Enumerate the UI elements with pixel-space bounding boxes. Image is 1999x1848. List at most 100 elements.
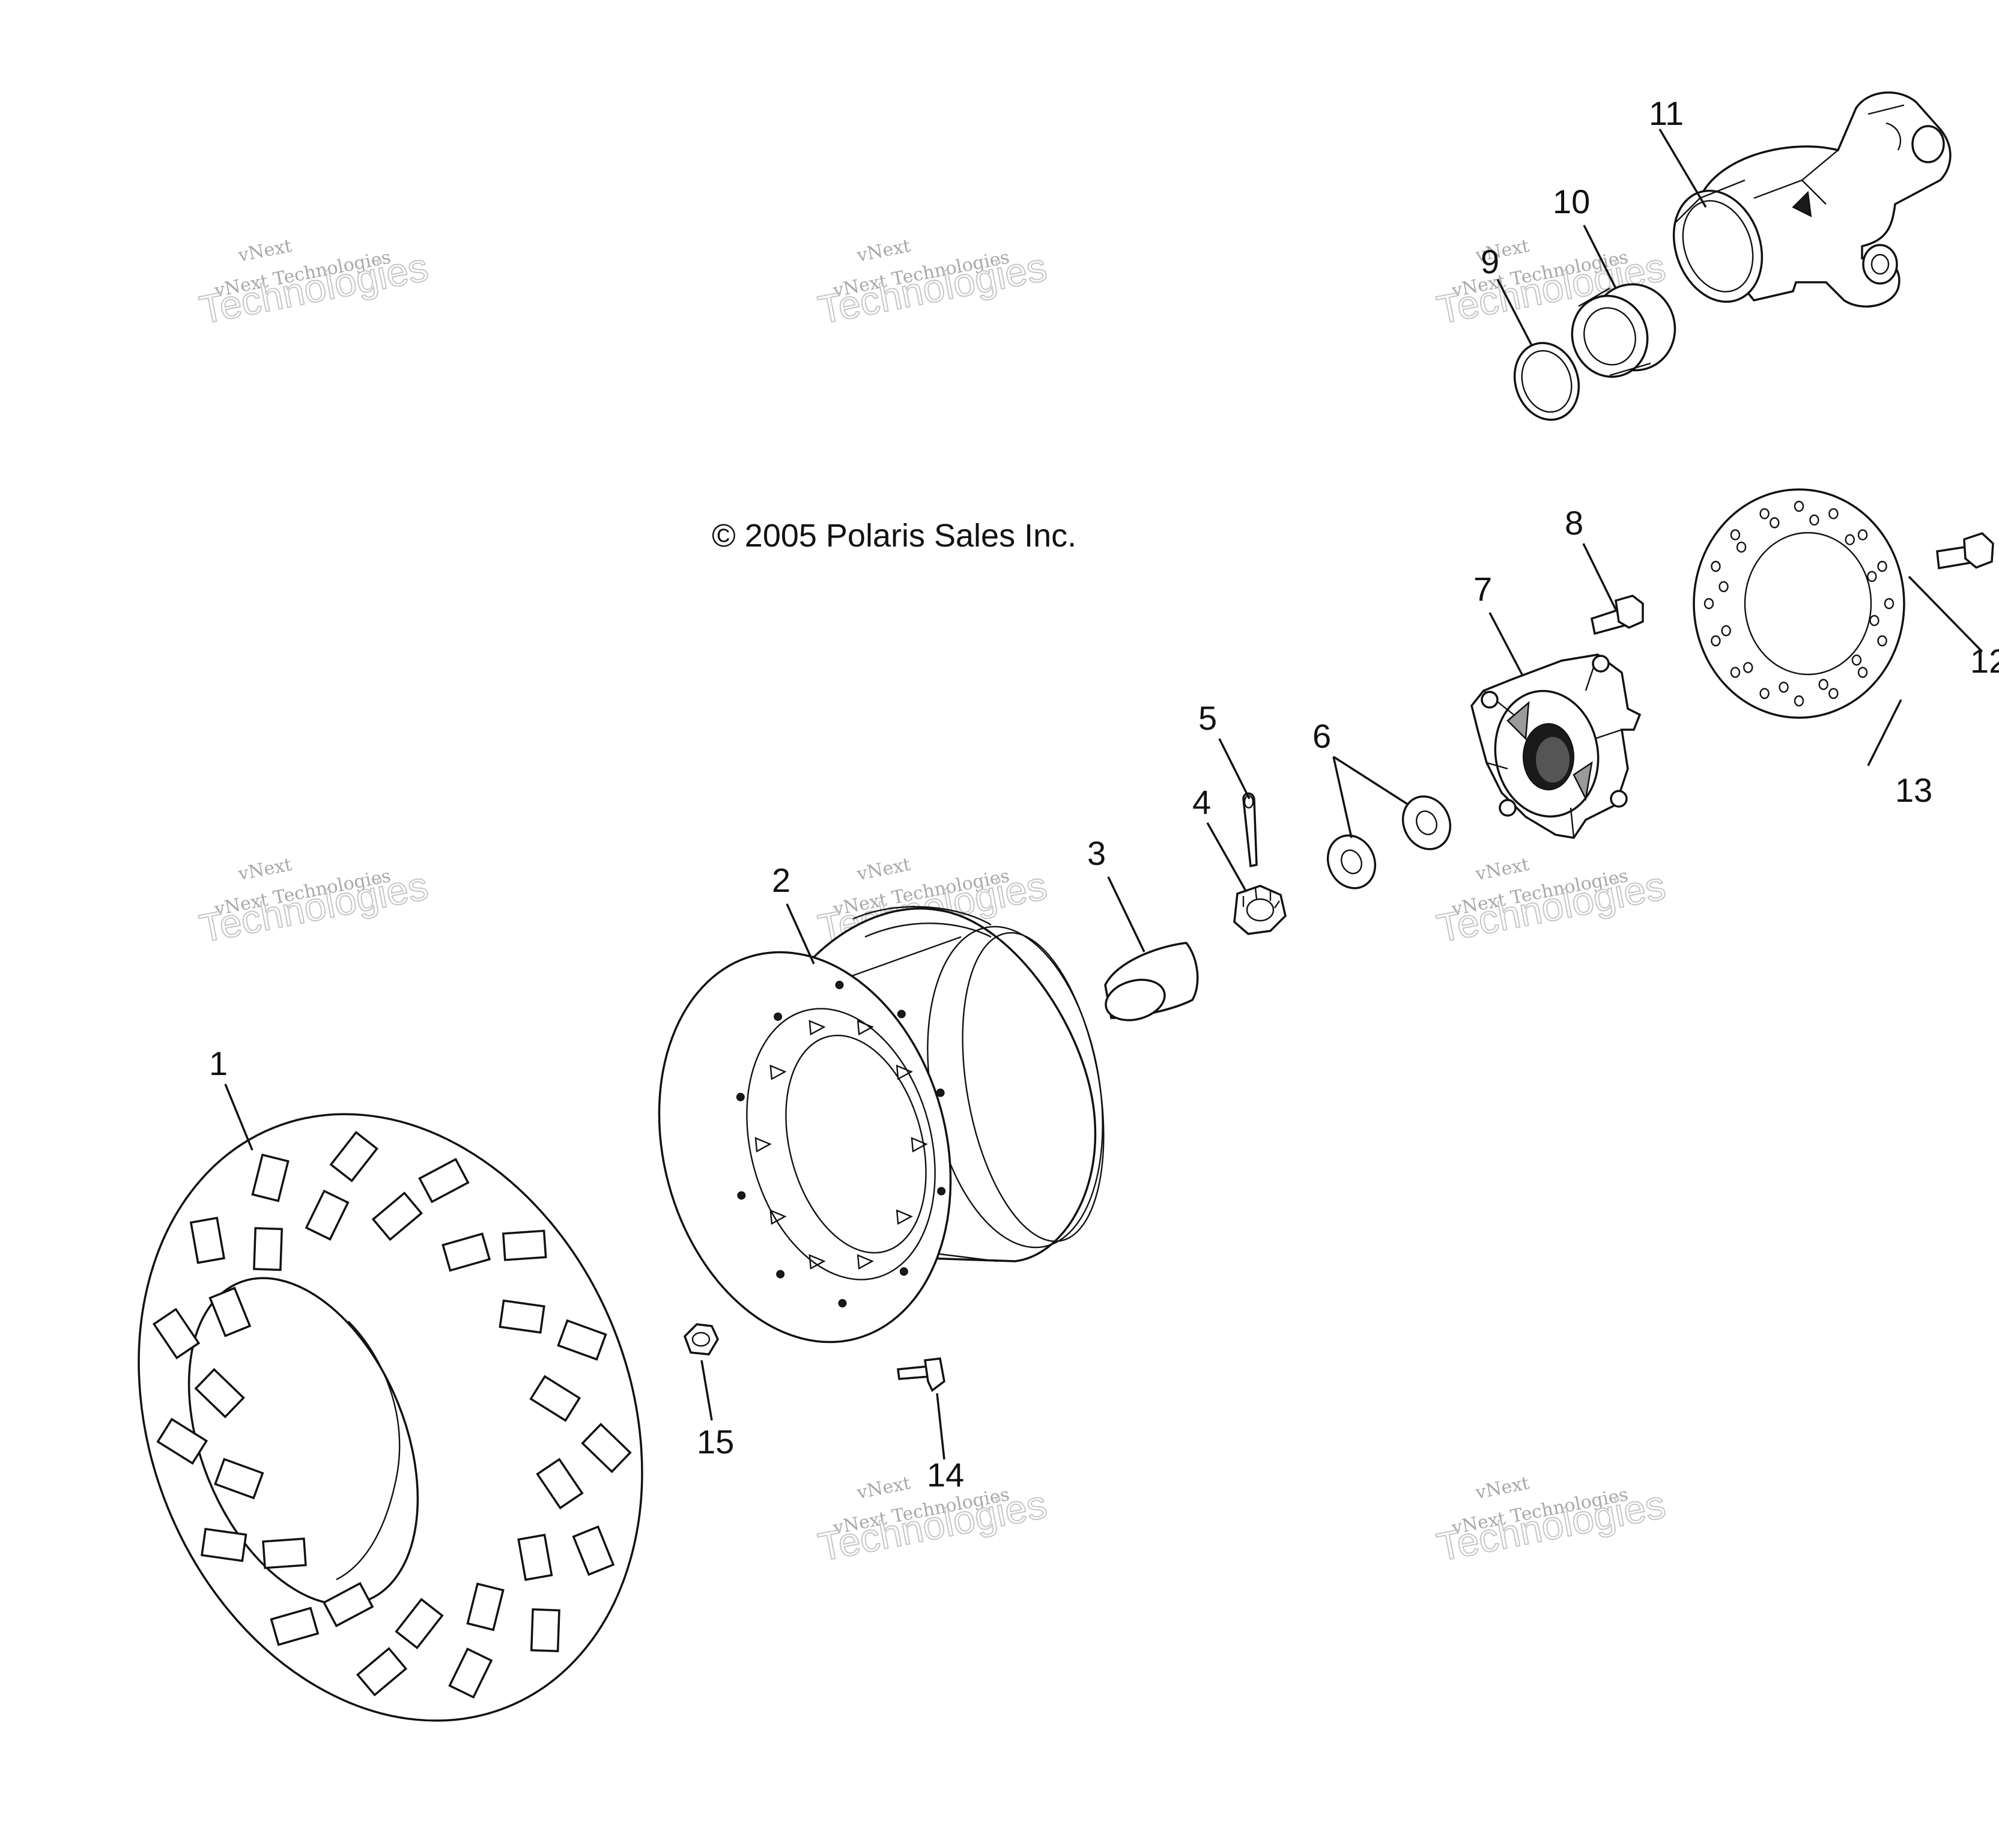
- copyright-notice: © 2005 Polaris Sales Inc.: [712, 518, 1076, 554]
- watermark: vNext vNext Technologies Technologies: [195, 854, 432, 951]
- watermark: vNext vNext Technologies Technologies: [1433, 854, 1669, 951]
- part-6-washers: [1326, 795, 1452, 889]
- rim-cutout: [857, 1254, 874, 1270]
- svg-text:Technologies: Technologies: [196, 244, 431, 332]
- disc-hole: [1759, 688, 1770, 699]
- part-5-cotter-pin: [1242, 792, 1258, 868]
- tread-block: [395, 1598, 444, 1650]
- callout-13: 13: [1895, 771, 1932, 809]
- rim-cutout: [808, 1020, 826, 1035]
- callout-1: 1: [209, 1044, 228, 1082]
- svg-text:vNext: vNext: [236, 854, 294, 885]
- disc-hole: [1743, 662, 1753, 673]
- rim-lug-hole: [899, 1267, 908, 1276]
- tire-tread-blocks: [152, 1130, 632, 1699]
- watermark: vNext vNext Technologies Technologies: [195, 235, 432, 333]
- callout-numbers: 11 10 9 8 7 12 13 6 5 4 3 2 1 15 14: [209, 94, 1999, 1494]
- disc-hole: [1857, 529, 1868, 541]
- rim-lug-hole: [835, 981, 844, 990]
- disc-hole: [1869, 615, 1879, 626]
- callout-5: 5: [1198, 699, 1217, 737]
- rim-lug-hole: [936, 1088, 945, 1097]
- svg-text:Technologies: Technologies: [1433, 1482, 1669, 1569]
- tread-block: [557, 1319, 607, 1361]
- disc-hole: [1770, 517, 1780, 529]
- disc-hole: [1851, 654, 1862, 666]
- part-15-lug-nut: [683, 1323, 719, 1356]
- tread-block: [448, 1647, 493, 1699]
- part-10-bearing: [1571, 283, 1676, 378]
- svg-text:vNext: vNext: [855, 854, 912, 885]
- svg-text:vNext: vNext: [1473, 1473, 1531, 1504]
- disc-hole: [1736, 541, 1747, 553]
- leader-lines: [224, 129, 1983, 1460]
- callout-12: 12: [1970, 642, 1999, 680]
- tread-block: [441, 1232, 491, 1272]
- part-11-knuckle: [1672, 91, 1952, 308]
- disc-hole: [1809, 514, 1819, 526]
- tread-block: [581, 1423, 632, 1473]
- disc-hole: [1779, 681, 1789, 693]
- disc-hole: [1759, 508, 1770, 520]
- rim-cutout: [769, 1209, 787, 1225]
- callout-3: 3: [1087, 834, 1106, 872]
- svg-text:Technologies: Technologies: [196, 863, 431, 951]
- svg-text:vNext: vNext: [236, 235, 294, 267]
- tread-block: [517, 1533, 553, 1581]
- tread-block: [502, 1229, 547, 1261]
- tread-block: [371, 1191, 423, 1241]
- callout-6: 6: [1312, 717, 1331, 755]
- callout-11: 11: [1649, 94, 1684, 132]
- tread-block: [529, 1375, 581, 1422]
- tread-block: [572, 1525, 615, 1576]
- rim-cutout: [857, 1020, 874, 1035]
- rim-lug-hole: [937, 1187, 946, 1196]
- svg-text:vNext: vNext: [855, 1473, 912, 1504]
- svg-text:Technologies: Technologies: [1433, 863, 1669, 951]
- part-8-bolt: [1590, 595, 1644, 635]
- disc-hole: [1730, 529, 1741, 541]
- part-13-brake-disc: [1693, 488, 1905, 719]
- svg-text:vNext: vNext: [1473, 854, 1531, 885]
- disc-hole: [1794, 500, 1804, 512]
- disc-hole: [1818, 679, 1828, 690]
- tread-block: [253, 1227, 284, 1271]
- rim-cutout: [769, 1064, 787, 1080]
- callout-10: 10: [1553, 183, 1590, 220]
- part-1-tire: [138, 1113, 643, 1722]
- part-2-wheel-rim: [658, 906, 1105, 1344]
- disc-hole: [1828, 508, 1839, 520]
- disc-hole: [1867, 571, 1877, 583]
- rim-lug-hole: [897, 1010, 906, 1019]
- callout-7: 7: [1473, 570, 1492, 608]
- tread-block: [262, 1537, 307, 1569]
- tread-block: [466, 1582, 505, 1631]
- rim-lug-holes: [736, 981, 946, 1307]
- disc-hole: [1828, 688, 1839, 699]
- tread-block: [194, 1368, 245, 1419]
- disc-hole: [1721, 625, 1731, 637]
- disc-hole: [1845, 534, 1855, 545]
- tread-block: [208, 1286, 252, 1338]
- tread-block: [152, 1307, 201, 1360]
- svg-text:Technologies: Technologies: [814, 1482, 1050, 1569]
- tread-block: [322, 1582, 374, 1628]
- callout-8: 8: [1565, 504, 1583, 542]
- part-3-dust-cap: [1104, 942, 1199, 1022]
- callout-2: 2: [772, 861, 790, 899]
- disc-hole: [1718, 581, 1729, 592]
- tread-block: [214, 1458, 264, 1500]
- tread-block: [329, 1130, 378, 1183]
- rim-cutout: [808, 1254, 826, 1270]
- tread-block: [270, 1607, 320, 1646]
- tread-block: [418, 1157, 470, 1204]
- disc-hole: [1794, 695, 1804, 707]
- rim-cutout: [896, 1064, 913, 1080]
- rim-lug-hole: [774, 1012, 783, 1021]
- part-9-snap-ring: [1513, 342, 1580, 421]
- disc-hole: [1711, 560, 1721, 572]
- tread-block: [536, 1458, 584, 1510]
- tread-block: [499, 1299, 545, 1334]
- rim-cutout: [754, 1137, 772, 1153]
